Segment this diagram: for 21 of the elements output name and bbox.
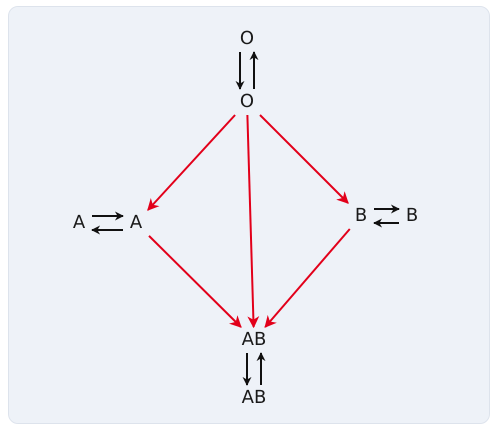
- arrow: [256, 352, 266, 385]
- arrow: [236, 52, 244, 90]
- arrow: [374, 204, 400, 214]
- node-label: O: [236, 29, 258, 49]
- node-label: O: [236, 92, 258, 112]
- node-label: A: [126, 213, 146, 233]
- arrow: [91, 226, 123, 234]
- arrow: [92, 212, 124, 220]
- node-label: A: [69, 213, 89, 233]
- arrow: [259, 114, 349, 204]
- arrow: [246, 114, 260, 328]
- arrow: [147, 114, 236, 211]
- arrow: [264, 228, 351, 328]
- arrow: [373, 218, 399, 228]
- arrow: [250, 51, 258, 89]
- node-label: AB: [237, 388, 271, 408]
- node-label: AB: [237, 330, 271, 350]
- node-label: B: [402, 206, 422, 226]
- arrow: [242, 353, 252, 386]
- node-label: B: [351, 206, 371, 226]
- arrow: [148, 235, 242, 328]
